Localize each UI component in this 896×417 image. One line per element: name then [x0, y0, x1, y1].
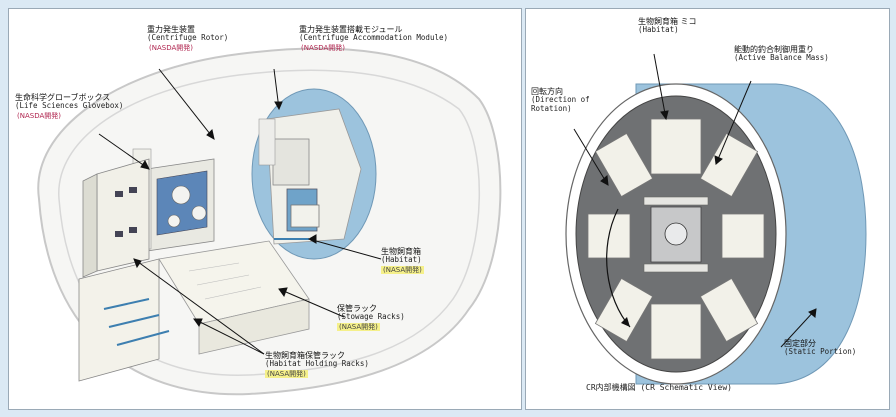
- label-glovebox: 生命科学グローブボックス (Life Sciences Glovebox) (N…: [15, 93, 123, 120]
- label-cr-habitat: 生物飼育箱 ミコ (Habitat): [638, 17, 697, 35]
- label-rotation-direction: 回転方向 (Direction of Rotation): [531, 87, 590, 113]
- right-leader-lines: [573, 53, 817, 348]
- centrifuge-rotor: [251, 88, 377, 260]
- label-en: (Centrifuge Rotor): [147, 33, 229, 43]
- floor-racks: [103, 240, 310, 355]
- nasda-tag: (NASDA開発): [301, 43, 345, 52]
- label-habitat: 生物飼育箱 (Habitat) (NASA開発): [381, 247, 424, 274]
- label-ja: 生命科学グローブボックス: [15, 93, 111, 102]
- label-balance-mass: 能動的釣合制御用重り (Active Balance Mass): [734, 45, 829, 63]
- habitat-boxes: [587, 118, 765, 360]
- label-en: (Active Balance Mass): [734, 53, 829, 63]
- label-en: (Stowage Racks): [337, 312, 405, 322]
- label-cam-module: 重力発生装置搭載モジュール (Centrifuge Accommodation …: [299, 25, 448, 52]
- label-ja: 生物飼育箱: [381, 247, 421, 256]
- glovebox: [132, 148, 215, 252]
- label-en: (Centrifuge Accommodation Module): [299, 33, 449, 43]
- label-ja: 重力発生装置搭載モジュール: [299, 25, 403, 34]
- label-centrifuge-rotor: 重力発生装置 (Centrifuge Rotor) (NASDA開発): [147, 25, 228, 52]
- label-ja: 生物飼育箱保管ラック: [265, 351, 345, 360]
- label-ja: 重力発生装置: [147, 25, 195, 34]
- nasda-tag: (NASDA開発): [149, 43, 193, 52]
- module-hull-inner: [58, 69, 481, 376]
- label-en: (Habitat Holding Racks): [265, 359, 369, 369]
- label-en: Rotation): [531, 103, 572, 113]
- nasa-tag: (NASA開発): [381, 265, 424, 274]
- label-stowage: 保管ラック (Stowage Racks) (NASA開発): [337, 304, 405, 331]
- label-en: (Life Sciences Glovebox): [15, 101, 124, 111]
- label-static-portion: 固定部分 (Static Portion): [784, 339, 856, 357]
- rotation-arrow: [606, 208, 631, 328]
- nasda-tag: (NASDA開発): [17, 111, 61, 120]
- left-rack-stack: [78, 158, 160, 382]
- nasa-tag: (NASA開発): [337, 322, 380, 331]
- cam-module-panel: 重力発生装置 (Centrifuge Rotor) (NASDA開発) 重力発生…: [8, 8, 522, 410]
- label-holding-racks: 生物飼育箱保管ラック (Habitat Holding Racks) (NASA…: [265, 351, 369, 378]
- cr-schematic-illustration: [565, 53, 867, 385]
- label-ja: 能動的釣合制御用重り: [734, 45, 814, 54]
- label-en: (Static Portion): [784, 347, 857, 357]
- label-en: (Habitat): [638, 25, 679, 35]
- nasa-tag: (NASA開発): [265, 369, 308, 378]
- cr-schematic-panel: 生物飼育箱 ミコ (Habitat) 能動的釣合制御用重り (Active Ba…: [525, 8, 890, 410]
- label-en: (Direction of: [531, 95, 590, 105]
- label-en: (Habitat): [381, 255, 422, 265]
- label-ja: 生物飼育箱 ミコ: [638, 17, 697, 26]
- label-ja: 固定部分: [784, 339, 816, 348]
- cam-module-illustration: [37, 47, 502, 396]
- caption-cr-schematic: CR内部機構図 (CR Schematic View): [586, 383, 732, 392]
- label-ja: 回転方向: [531, 87, 563, 96]
- label-ja: 保管ラック: [337, 304, 377, 313]
- left-leader-lines: [98, 68, 382, 355]
- center-hub: [643, 196, 709, 273]
